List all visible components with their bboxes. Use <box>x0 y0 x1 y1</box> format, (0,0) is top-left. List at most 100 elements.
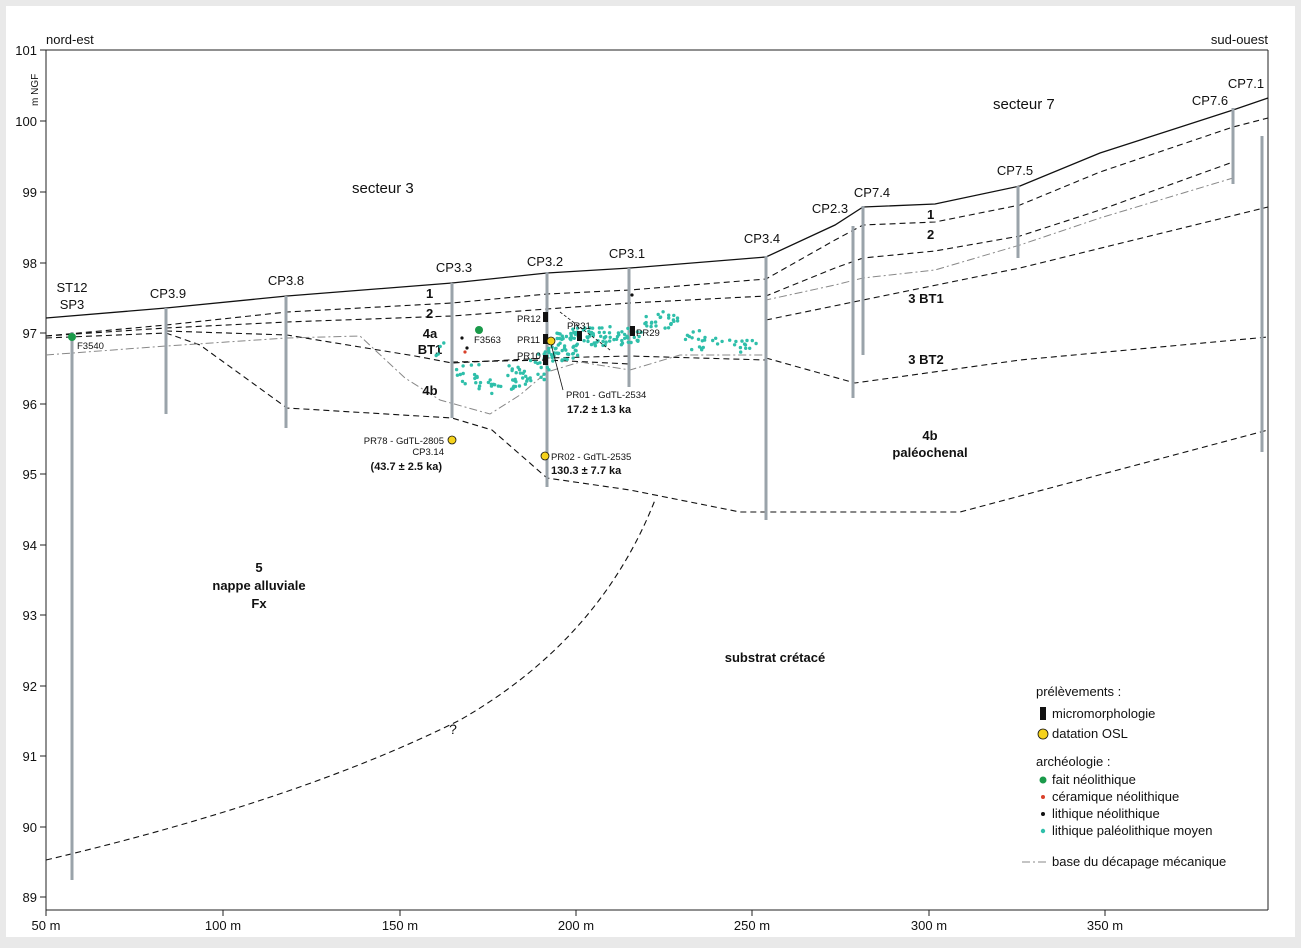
lithique-paleolithique-point <box>575 326 580 330</box>
lithique-paleolithique-point <box>549 353 554 357</box>
legend: prélèvements : micromorphologie datation… <box>1022 684 1226 869</box>
lithique-paleolithique-point <box>554 346 558 350</box>
label-cp32: CP3.2 <box>527 254 563 269</box>
lithique-paleolithique-point <box>510 368 514 373</box>
lithique-paleolithique-point <box>639 330 643 334</box>
lithique-paleolithique-point <box>669 321 673 326</box>
label-pr31: PR31 <box>567 321 591 332</box>
lithique-paleolithique-point <box>748 346 752 350</box>
lithique-paleolithique-point <box>739 350 743 354</box>
legend-micromorphologie-label: micromorphologie <box>1052 706 1155 721</box>
lithique-paleolithique-point <box>588 326 592 330</box>
lithique-neolithique-point <box>465 346 469 350</box>
lithique-paleolithique-point <box>625 334 629 338</box>
lithique-paleolithique-point <box>599 334 603 338</box>
label-pr10: PR10 <box>517 351 541 362</box>
y-tick-101: 101 <box>15 43 37 58</box>
sample-pr12-marker <box>543 312 548 322</box>
y-axis-unit-label: m NGF <box>30 74 41 106</box>
lithique-paleolithique-point <box>728 338 732 342</box>
label-pr29: PR29 <box>636 328 660 339</box>
label-cp33: CP3.3 <box>436 260 472 275</box>
lithique-paleolithique-point <box>477 384 482 388</box>
label-cp34: CP3.4 <box>744 231 780 246</box>
micromorphology-samples <box>543 312 635 365</box>
label-cp23: CP2.3 <box>812 201 848 216</box>
lithique-paleolithique-point <box>517 367 522 372</box>
lithique-paleolithique-point <box>477 387 481 391</box>
sample-pr31-marker <box>577 331 582 341</box>
substrate-boundary <box>45 499 656 861</box>
lithique-paleolithique-point <box>586 336 590 340</box>
legend-lithique-paleo-symbol <box>1040 828 1046 834</box>
lithique-paleolithique-point <box>511 385 515 390</box>
legend-prelevements-title: prélèvements : <box>1036 684 1121 699</box>
lithique-paleolithique-point <box>602 330 606 335</box>
borehole-labels: ST12 SP3 CP3.9 CP3.8 CP3.3 CP3.2 CP3.1 C… <box>56 76 1264 312</box>
y-tick-95: 95 <box>23 467 37 482</box>
lithique-paleolithique-point <box>507 364 511 368</box>
lithique-paleolithique-point <box>732 343 737 347</box>
lithique-paleolithique-point <box>539 375 543 379</box>
y-tick-96: 96 <box>23 397 37 412</box>
lithique-paleolithique-point <box>666 326 671 330</box>
lithique-paleolithique-point <box>622 332 627 337</box>
unit-paleochenal: paléochenal <box>892 445 967 460</box>
lithique-paleolithique-point <box>438 344 442 349</box>
lithique-paleolithique-point <box>690 336 694 340</box>
boundary-3bt2-base <box>765 336 1269 384</box>
lithique-paleolithique-point <box>608 339 612 343</box>
unit-4b-left: 4b <box>422 383 437 398</box>
label-cp31: CP3.1 <box>609 246 645 261</box>
unit-bt1: BT1 <box>418 342 443 357</box>
lithique-paleolithique-point <box>608 325 612 329</box>
lithique-paleolithique-point <box>601 339 605 344</box>
lithique-paleolithique-point <box>604 335 608 339</box>
header-nord-est: nord-est <box>46 32 94 47</box>
lithique-paleolithique-point <box>645 324 649 328</box>
legend-osl-label: datation OSL <box>1052 726 1128 741</box>
lithique-paleolithique-point <box>614 337 619 341</box>
y-tick-89: 89 <box>23 890 37 905</box>
lithique-paleolithique-point <box>486 380 491 385</box>
x-axis-ticks <box>45 910 1106 916</box>
y-axis-ticks <box>40 49 46 898</box>
lithique-paleolithique-point <box>523 382 528 386</box>
lithique-paleolithique-point <box>620 338 624 343</box>
lithique-paleolithique-point <box>564 334 569 339</box>
legend-lithique-paleo-label: lithique paléolithique moyen <box>1052 823 1212 838</box>
lithique-paleolithique-point <box>654 324 658 328</box>
legend-lithique-neo-symbol <box>1041 812 1045 816</box>
fait-neolithique-f3563 <box>475 326 483 334</box>
lithique-paleolithique-point <box>612 337 616 342</box>
lithique-paleolithique-point <box>629 340 633 345</box>
lithique-paleolithique-point <box>521 376 525 380</box>
lithique-paleolithique-point <box>525 379 529 383</box>
lithique-paleolithique-point <box>528 376 532 380</box>
lithique-paleolithique-point <box>589 342 594 347</box>
header-sud-ouest: sud-ouest <box>1211 32 1268 47</box>
unit-1-left: 1 <box>426 286 433 301</box>
y-tick-91: 91 <box>23 749 37 764</box>
lithique-paleolithique-point <box>562 344 567 348</box>
unit-fx: Fx <box>251 596 267 611</box>
lithique-paleolithique-point <box>754 341 758 346</box>
lithique-paleolithique-point <box>463 382 467 386</box>
lithique-paleolithique-point <box>626 340 630 344</box>
legend-osl-symbol <box>1037 728 1049 740</box>
lithique-paleolithique-point <box>663 326 667 330</box>
lithique-paleolithique-point <box>582 339 586 343</box>
lithique-paleolithique-point <box>701 345 705 350</box>
lithique-paleolithique-point <box>635 330 640 334</box>
lithique-paleolithique-point <box>475 375 479 380</box>
lithique-paleolithique-point <box>711 338 715 343</box>
label-cp74: CP7.4 <box>854 185 890 200</box>
x-tick-300: 300 m <box>911 918 947 933</box>
lithique-paleolithique-point <box>499 384 503 389</box>
osl-pr02 <box>540 451 550 461</box>
boundary-1-2 <box>45 117 1269 337</box>
y-tick-90: 90 <box>23 820 37 835</box>
lithique-paleolithique-point <box>474 381 478 385</box>
legend-ceramique-neo-label: céramique néolithique <box>1052 789 1179 804</box>
lithique-paleolithique-point <box>720 339 724 344</box>
